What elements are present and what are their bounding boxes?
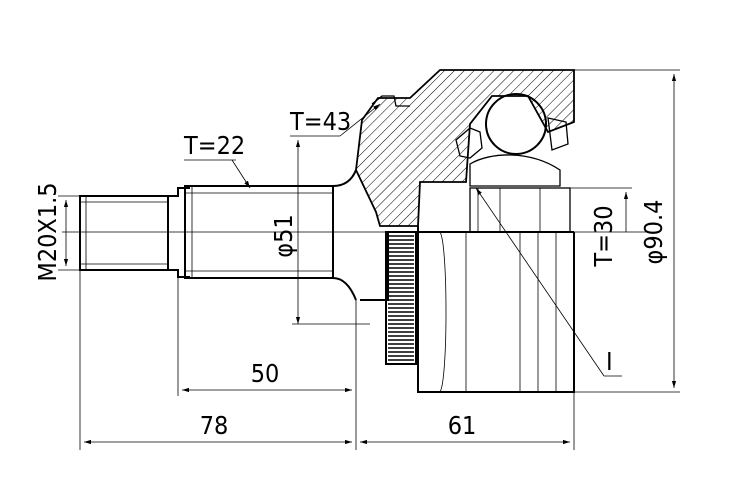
abs-teeth-label: T=43: [289, 107, 351, 136]
abs-ring: [385, 231, 417, 365]
bell-body-lower: [360, 226, 575, 393]
spline-teeth-label: T=22: [183, 131, 245, 160]
ball: [485, 93, 547, 155]
thread-spec-label: M20X1.5: [33, 182, 62, 281]
dim-shaft-diameter: φ51: [269, 140, 370, 325]
shaft-neck: [168, 187, 190, 278]
length-50-label: 50: [251, 359, 280, 388]
dim-outer-diameter: φ90.4: [574, 69, 680, 393]
section-marker: I: [475, 187, 622, 377]
dim-length-50: 50: [177, 277, 352, 396]
length-61-label: 61: [448, 411, 477, 440]
threaded-end: [79, 195, 169, 271]
length-78-label: 78: [200, 411, 229, 440]
section-marker-label: I: [606, 347, 613, 376]
dim-inner-spline: T=30: [474, 187, 632, 268]
inner-spline-label: T=30: [589, 205, 618, 267]
outer-diameter-label: φ90.4: [639, 200, 668, 265]
bell-neck: [332, 169, 357, 301]
dim-spline-teeth: T=22: [183, 131, 251, 189]
seal-lip: [371, 95, 410, 107]
dim-abs-teeth: T=43: [289, 103, 381, 137]
splined-shaft: [184, 185, 334, 279]
shaft-diameter-label: φ51: [269, 214, 298, 257]
bell-section-upper: [355, 69, 575, 227]
dim-thread: M20X1.5: [33, 182, 80, 282]
dim-length-78-61: 78 61: [79, 270, 575, 450]
